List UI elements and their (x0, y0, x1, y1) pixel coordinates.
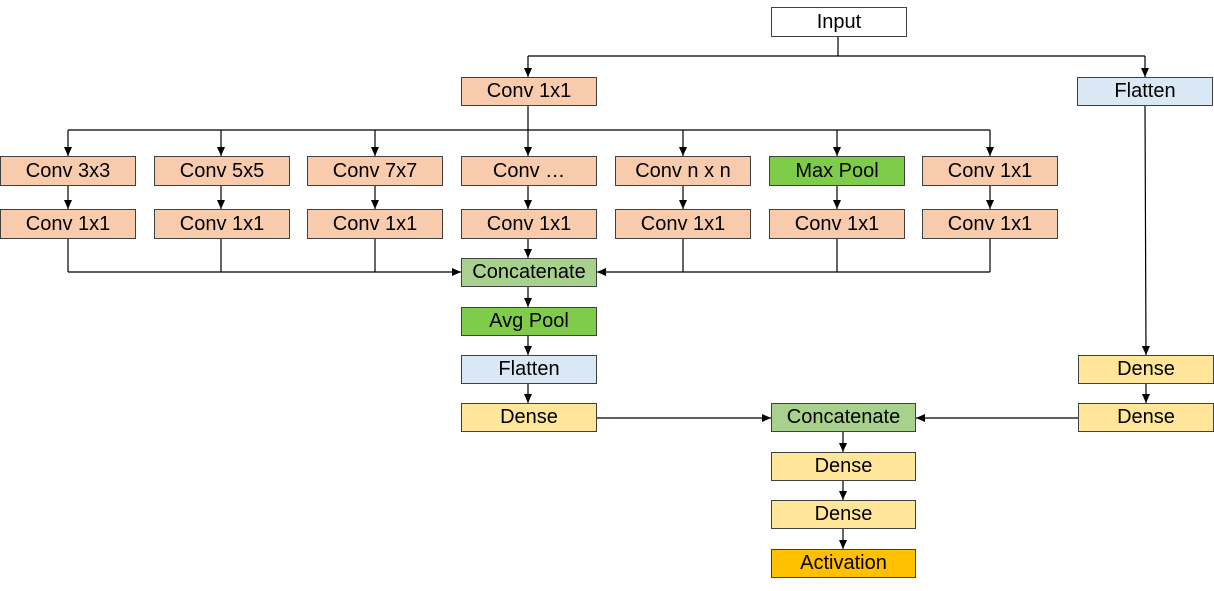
activation-node: Activation (771, 549, 916, 578)
arrow-flatten-right-to-dense (1141, 105, 1150, 356)
dense-left-node: Dense (461, 403, 597, 432)
flatten-right-node: Flatten (1077, 77, 1213, 106)
flatten-left-node: Flatten (461, 355, 597, 384)
avg-pool-node: Avg Pool (461, 307, 597, 336)
branch-7-conv-1x1-node: Conv 1x1 (922, 156, 1058, 186)
dense-final-2-node: Dense (771, 500, 916, 529)
branch-4-conv-ellipsis-node: Conv … (461, 156, 597, 186)
branch-6-conv-1x1-node: Conv 1x1 (769, 209, 905, 239)
concatenate-final-node: Concatenate (771, 403, 916, 432)
branch-1-conv-3x3-node: Conv 3x3 (0, 156, 136, 186)
dense-right-1-node: Dense (1078, 355, 1214, 384)
dense-right-2-node: Dense (1078, 403, 1214, 432)
branch-3-conv-7x7-node: Conv 7x7 (307, 156, 443, 186)
input-node: Input (771, 7, 907, 37)
branch-2-conv-5x5-node: Conv 5x5 (154, 156, 290, 186)
conv-1x1-top-node: Conv 1x1 (461, 77, 597, 106)
branch-4-conv-1x1-node: Conv 1x1 (461, 209, 597, 239)
branch-6-max-pool-node: Max Pool (769, 156, 905, 186)
branch-1-conv-1x1-node: Conv 1x1 (0, 209, 136, 239)
branch-5-conv-nxn-node: Conv n x n (615, 156, 751, 186)
branch-5-conv-1x1-node: Conv 1x1 (615, 209, 751, 239)
concatenate-inception-node: Concatenate (461, 258, 597, 287)
dense-final-1-node: Dense (771, 452, 916, 481)
branch-7-conv-1x1-node: Conv 1x1 (922, 209, 1058, 239)
branch-2-conv-1x1-node: Conv 1x1 (154, 209, 290, 239)
branch-3-conv-1x1-node: Conv 1x1 (307, 209, 443, 239)
